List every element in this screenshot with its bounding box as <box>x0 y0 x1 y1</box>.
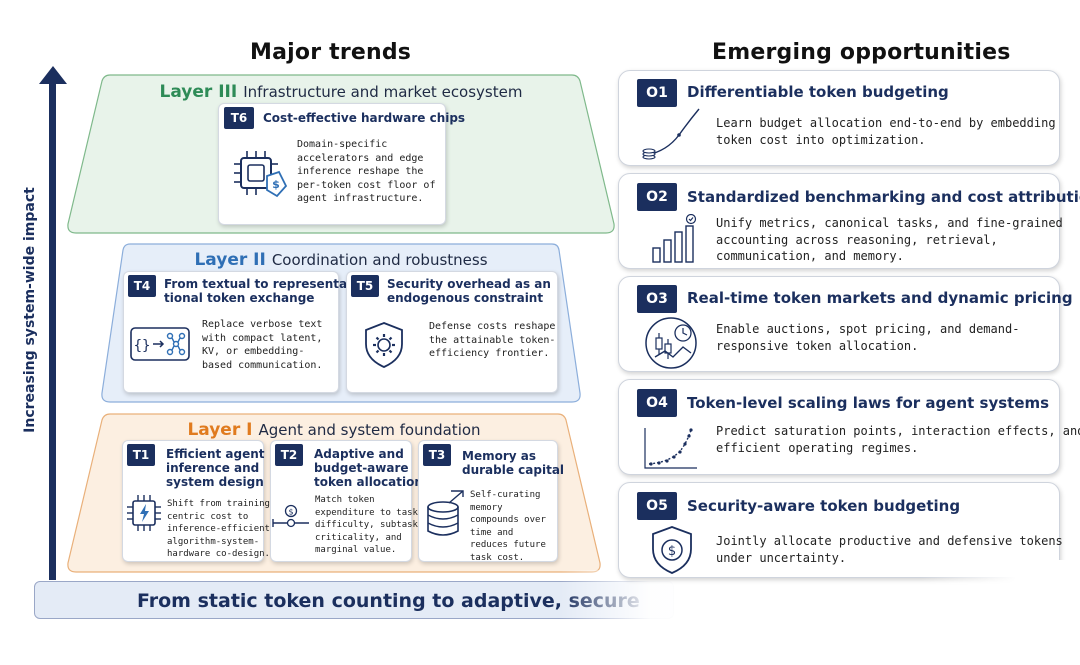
code-braces-to-network-icon: {} <box>130 327 190 361</box>
trend-title-t2: Adaptive and budget-aware token allocati… <box>314 447 423 489</box>
opportunity-title-o2: Standardized benchmarking and cost attri… <box>687 188 1080 206</box>
trend-desc-t5: Defense costs reshape the attainable tok… <box>429 321 556 359</box>
trend-badge-t1: T1 <box>127 444 155 466</box>
trend-title-t4: From textual to representa- tional token… <box>164 277 353 305</box>
trend-card-t1: T1 Efficient agent inference and system … <box>122 440 275 562</box>
layer-2-name: Coordination and robustness <box>271 251 488 269</box>
trend-title-t5: Security overhead as an endogenous const… <box>387 277 551 305</box>
scaling-curve-icon <box>644 428 697 469</box>
opportunity-title-o4: Token-level scaling laws for agent syste… <box>687 394 1050 412</box>
opportunity-card-o3: O3 Real-time token markets and dynamic p… <box>618 276 1073 372</box>
layer-3-number: Layer III <box>159 82 238 102</box>
svg-text:$: $ <box>272 178 280 191</box>
svg-text:{}: {} <box>134 338 151 354</box>
trend-badge-t3: T3 <box>423 444 451 466</box>
trend-desc-t4: Replace verbose text with compact latent… <box>202 319 323 371</box>
layer-2-number: Layer II <box>194 250 266 270</box>
dollar-slider-icon: $ <box>272 504 309 528</box>
trend-card-t3: T3 Memory as durable capital Self-curati… <box>418 440 564 563</box>
curve-with-coins-icon <box>642 108 700 160</box>
trend-card-t6: T6 Cost-effective hardware chips $ Domai… <box>218 103 465 225</box>
layer-3-name: Infrastructure and market ecosystem <box>243 83 523 101</box>
chip-lightning-icon <box>127 495 161 531</box>
trend-desc-t6: Domain-specific accelerators and edge in… <box>297 139 436 204</box>
banner-fade-overlay <box>560 570 760 640</box>
layer-1-title: Layer I Agent and system foundation <box>66 420 602 440</box>
major-trends-heading: Major trends <box>250 40 412 65</box>
trend-desc-t3: Self-curating memory compounds over time… <box>470 490 546 563</box>
chip-with-price-tag-icon: $ <box>234 151 288 198</box>
opportunity-title-o3: Real-time token markets and dynamic pric… <box>687 289 1073 307</box>
trend-desc-t1: Shift from training- centric cost to inf… <box>167 499 276 559</box>
opportunity-desc-o2: Unify metrics, canonical tasks, and fine… <box>716 216 1063 263</box>
bar-chart-check-icon <box>652 214 697 263</box>
emerging-opportunities-heading: Emerging opportunities <box>712 40 1011 65</box>
database-growth-icon <box>427 490 464 536</box>
opportunity-desc-o5: Jointly allocate productive and defensiv… <box>716 534 1063 565</box>
trend-title-t3: Memory as durable capital <box>462 449 565 477</box>
opportunity-desc-o1: Learn budget allocation end-to-end by em… <box>716 116 1056 147</box>
opportunity-badge-o1: O1 <box>637 79 677 107</box>
trend-title-t1: Efficient agent inference and system des… <box>166 447 265 489</box>
opportunity-desc-o3: Enable auctions, spot pricing, and deman… <box>716 322 1020 353</box>
layer-3-title: Layer III Infrastructure and market ecosy… <box>66 82 616 102</box>
opportunity-card-o1: O1 Differentiable token budgeting Learn … <box>618 70 1060 166</box>
opportunity-card-o2: O2 Standardized benchmarking and cost at… <box>618 173 1080 269</box>
opportunity-badge-o2: O2 <box>637 183 677 211</box>
shield-dollar-icon: $ <box>652 526 692 574</box>
svg-text:$: $ <box>288 508 293 517</box>
opportunity-fade-overlay <box>920 560 1080 640</box>
bottom-banner-text: From static token counting to adaptive, … <box>137 590 640 612</box>
trend-badge-t5: T5 <box>351 275 379 297</box>
candlestick-clock-icon <box>645 317 697 369</box>
trend-desc-t2: Match token expenditure to task difficul… <box>315 495 418 555</box>
opportunity-badge-o3: O3 <box>637 285 677 313</box>
axis-arrow-head-icon <box>39 66 67 84</box>
trend-badge-t4: T4 <box>128 275 156 297</box>
trend-card-t2: T2 Adaptive and budget-aware token alloc… <box>270 440 423 562</box>
trend-badge-t6: T6 <box>224 107 254 129</box>
opportunity-title-o5: Security-aware token budgeting <box>687 497 961 515</box>
opportunity-desc-o4: Predict saturation points, interaction e… <box>716 424 1080 455</box>
impact-axis-line <box>49 82 56 580</box>
trend-title-t6: Cost-effective hardware chips <box>263 111 466 125</box>
opportunity-card-o4: O4 Token-level scaling laws for agent sy… <box>618 379 1080 475</box>
svg-text:$: $ <box>668 544 676 559</box>
trend-badge-t2: T2 <box>275 444 303 466</box>
layer-2-title: Layer II Coordination and robustness <box>100 250 582 270</box>
opportunity-badge-o4: O4 <box>637 389 677 417</box>
opportunity-badge-o5: O5 <box>637 492 677 520</box>
trend-card-t5: T5 Security overhead as an endogenous co… <box>346 271 558 393</box>
impact-axis-label: Increasing system-wide impact <box>22 187 38 433</box>
trend-card-t4: T4 From textual to representa- tional to… <box>123 271 352 393</box>
layer-1-number: Layer I <box>187 420 253 440</box>
layer-1-name: Agent and system foundation <box>258 421 481 439</box>
shield-gear-icon <box>365 322 403 368</box>
opportunity-title-o1: Differentiable token budgeting <box>687 83 949 101</box>
